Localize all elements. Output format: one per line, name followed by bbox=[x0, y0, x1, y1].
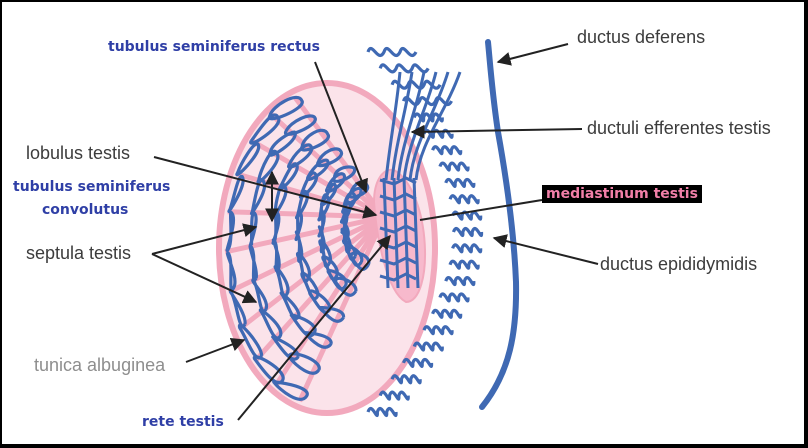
tubule-coil bbox=[235, 142, 357, 214]
epididymis-coil bbox=[431, 145, 463, 156]
ductuli-efferentes-tubules bbox=[384, 71, 462, 181]
tubule-coil bbox=[253, 245, 364, 385]
ductulus-efferens bbox=[408, 71, 450, 181]
leader-lines bbox=[151, 43, 599, 421]
rete-channel bbox=[379, 208, 417, 218]
rete-channel bbox=[412, 177, 420, 289]
septulum-line bbox=[297, 215, 387, 403]
epididymis-coil bbox=[390, 79, 442, 90]
rete-channel bbox=[379, 176, 417, 186]
testis-anatomy-diagram bbox=[151, 39, 599, 421]
label-rete-testis: rete testis bbox=[142, 414, 224, 430]
ductus-deferens-tube bbox=[479, 39, 520, 410]
tubule-coil bbox=[227, 174, 352, 224]
epididymis-coil bbox=[412, 112, 444, 123]
leader-rete-testis bbox=[237, 234, 391, 421]
epididymis-coil bbox=[366, 407, 398, 417]
epididymis-coil bbox=[402, 96, 453, 107]
label-tubulus-seminiferus-convolutus-2: convolutus bbox=[42, 202, 129, 218]
leader-ductus-deferens bbox=[496, 43, 569, 66]
diagram-canvas: ductus deferens ductuli efferentes testi… bbox=[2, 2, 804, 444]
label-ductus-deferens: ductus deferens bbox=[577, 27, 706, 47]
tubule-coil bbox=[272, 251, 371, 401]
epididymis-coil bbox=[438, 161, 470, 172]
leader-lobulus-testis bbox=[153, 156, 378, 219]
rete-channel bbox=[392, 177, 400, 289]
tubule-coil bbox=[238, 239, 357, 360]
septulum-line bbox=[273, 215, 387, 387]
epididymis-coil bbox=[378, 390, 410, 401]
epididymis-coil bbox=[438, 292, 470, 303]
ductulus-efferens bbox=[414, 71, 462, 181]
rete-channel bbox=[382, 177, 390, 289]
ductus-epididymidis-coils bbox=[366, 47, 484, 417]
epididymis-coil bbox=[451, 210, 483, 221]
epididymis-coil bbox=[448, 259, 480, 270]
epididymis-coil bbox=[412, 341, 444, 352]
epididymis-coil bbox=[451, 227, 484, 237]
ductulus-efferens bbox=[390, 71, 414, 181]
tubule-coil bbox=[225, 219, 350, 292]
label-tubulus-seminiferus-convolutus-1: tubulus seminiferus bbox=[13, 179, 171, 195]
epididymis-coil bbox=[444, 177, 476, 188]
leader-tubulus-rectus bbox=[314, 61, 368, 194]
ductulus-efferens bbox=[396, 71, 426, 181]
label-septula-testis: septula testis bbox=[26, 243, 132, 263]
leader-septula-upper bbox=[151, 223, 258, 255]
epididymis-coil bbox=[390, 374, 422, 385]
label-ductus-epididymidis: ductus epididymidis bbox=[600, 254, 758, 274]
label-tubulus-seminiferus-rectus: tubulus seminiferus rectus bbox=[108, 39, 320, 55]
epididymis-coil bbox=[378, 63, 430, 74]
leader-ductus-epididymidis bbox=[492, 234, 599, 265]
epididymis-coil bbox=[448, 194, 480, 205]
rete-channel bbox=[379, 192, 417, 202]
epididymis-coil bbox=[444, 276, 476, 287]
label-tunica-albuginea: tunica albuginea bbox=[34, 355, 166, 375]
epididymis-coil bbox=[366, 47, 418, 57]
epididymis-coil bbox=[402, 357, 434, 368]
epididymis-coil bbox=[431, 308, 463, 319]
rete-channel bbox=[402, 177, 410, 289]
tubule-coil bbox=[228, 227, 352, 328]
leader-mediastinum bbox=[419, 199, 543, 221]
leader-tunica-albuginea bbox=[185, 337, 246, 363]
label-ductuli-efferentes-testis: ductuli efferentes testis bbox=[587, 118, 771, 138]
epididymis-coil bbox=[422, 325, 454, 336]
leader-septula-lower bbox=[151, 253, 258, 304]
label-lobulus-testis: lobulus testis bbox=[26, 143, 131, 163]
epididymis-coil bbox=[451, 243, 483, 254]
label-mediastinum-testis: mediastinum testis bbox=[542, 185, 702, 203]
epididymis-coil bbox=[422, 128, 454, 139]
leader-ductuli-efferentes bbox=[410, 124, 583, 139]
